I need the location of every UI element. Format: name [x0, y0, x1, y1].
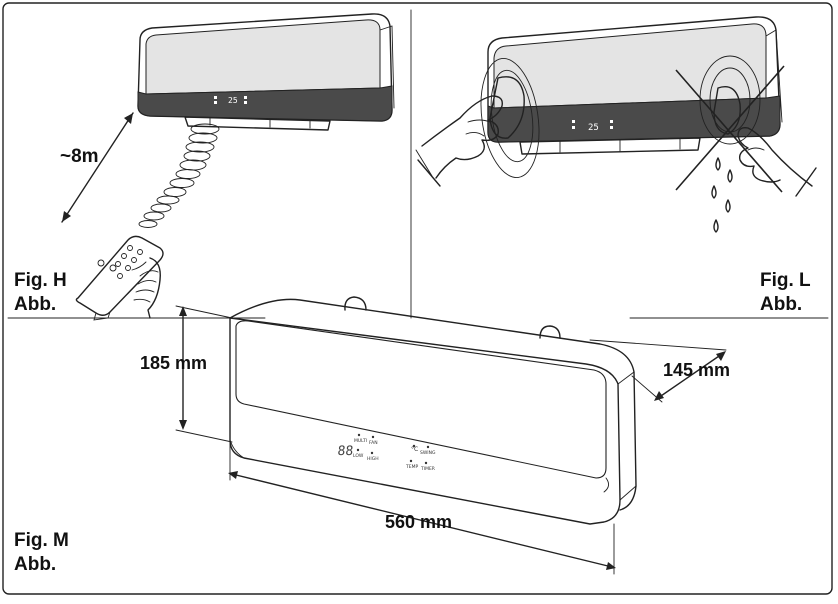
hand-right-wiping	[737, 126, 817, 197]
fig-m-panel: 88 °C MULTI FAN LOW HIGH SWING TEMP TIME…	[14, 296, 730, 575]
label-low: LOW	[353, 453, 364, 459]
height-label: 185 mm	[140, 353, 207, 373]
label-swing: SWING	[420, 450, 436, 456]
hand-holding-remote	[131, 257, 161, 319]
bottom-vent-l	[519, 137, 701, 155]
fig-h-abb: Abb.	[14, 294, 56, 315]
label-fan: FAN	[369, 440, 378, 446]
label-high: HIGH	[367, 456, 379, 462]
height-dimension	[175, 305, 233, 443]
wiping-motion-correct	[480, 58, 540, 178]
display-digits-h: 25	[228, 96, 238, 105]
front-screen-l	[493, 23, 767, 109]
width-dimension	[228, 443, 616, 575]
remote-control	[75, 235, 164, 321]
fig-m-title: Fig. M	[14, 530, 69, 551]
distance-label: ~8m	[60, 146, 99, 167]
control-panel-m: 88 °C MULTI FAN LOW HIGH SWING TEMP TIME…	[337, 433, 436, 472]
dark-band-h	[137, 85, 393, 122]
mount-tab-right	[539, 325, 561, 339]
depth-label: 145 mm	[663, 360, 730, 380]
fig-h-title: Fig. H	[14, 270, 67, 291]
remote-signal-waves	[138, 123, 220, 228]
label-timer: TIMER	[420, 466, 435, 472]
mount-tab-left	[344, 296, 367, 311]
distance-arrow-h	[61, 112, 134, 223]
display-digits-l: 25	[588, 123, 599, 133]
depth-dimension	[589, 339, 727, 403]
outer-frame	[2, 2, 833, 595]
dark-band-l	[487, 95, 781, 143]
bottom-vent-h	[184, 116, 331, 131]
wet-cloth	[713, 86, 741, 135]
width-label: 560 mm	[385, 512, 452, 532]
fig-l-title: Fig. L	[760, 270, 811, 291]
front-screen-h	[145, 19, 381, 95]
label-multi: MULTI	[354, 438, 367, 444]
fig-l-abb: Abb.	[760, 294, 802, 315]
water-drops	[711, 157, 733, 233]
display-88: 88	[337, 444, 354, 459]
fig-l-panel: 25	[415, 16, 817, 315]
wiping-motion-wrong	[699, 55, 761, 145]
label-temp: TEMP	[405, 464, 418, 470]
heater-unit-m	[229, 298, 637, 525]
dry-cloth	[489, 76, 525, 139]
celsius-symbol: °C	[411, 446, 418, 453]
front-screen-m	[235, 320, 607, 479]
heater-unit-l: 25	[487, 16, 783, 155]
prohibited-cross	[675, 65, 785, 193]
fig-m-abb: Abb.	[14, 554, 56, 575]
hand-left-wiping	[415, 95, 503, 187]
heater-unit-h: 25	[137, 13, 395, 131]
fig-h-panel: 25	[14, 13, 395, 321]
